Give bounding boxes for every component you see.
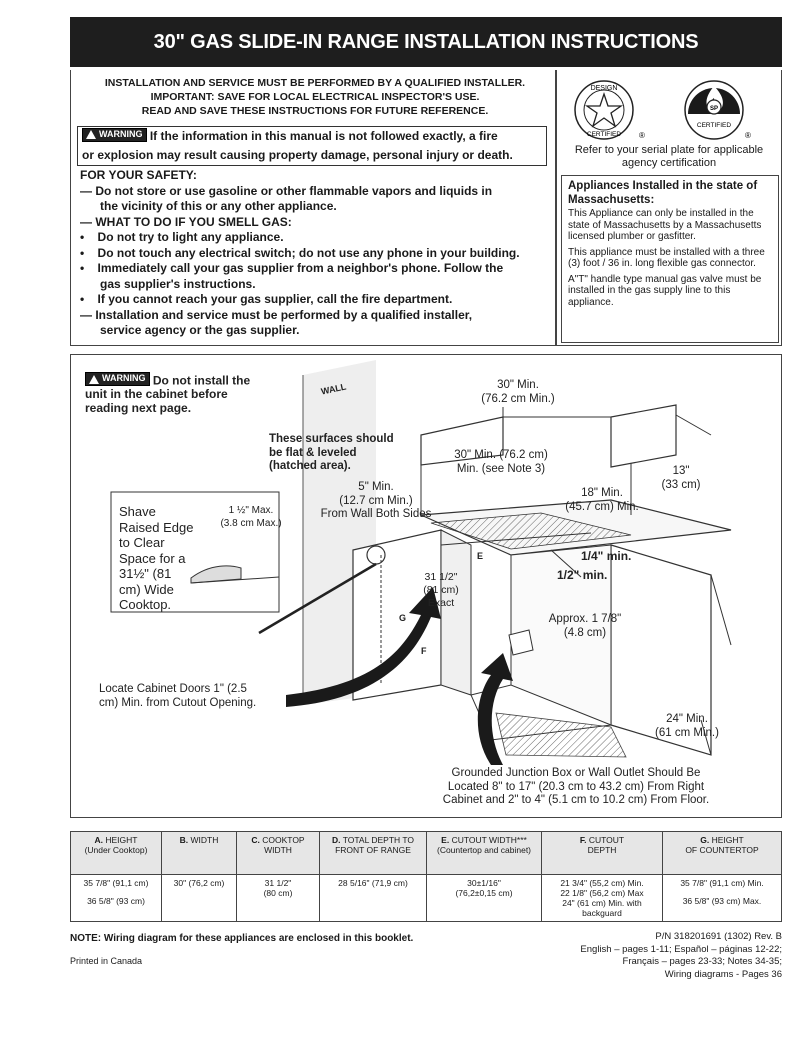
dim-30-min: 30" Min. (76.2 cm Min.) (481, 379, 555, 405)
label-e: E (477, 551, 484, 561)
warning-triangle-icon (89, 374, 99, 384)
safety-line: — WHAT TO DO IF YOU SMELL GAS: (80, 214, 292, 229)
language-pages: Wiring diagrams - Pages 36 (664, 968, 782, 980)
svg-text:SP: SP (710, 106, 718, 112)
bullet: • (80, 245, 98, 260)
flat-surface-note: These surfaces should be flat & leveled … (269, 433, 394, 472)
label-f: F (421, 646, 427, 656)
safety-line: — Installation and service must be perfo… (80, 307, 473, 322)
certification-logo-graphics: DESIGN CERTIFIED ® SP CERTIFIED ® (574, 80, 751, 140)
safety-line: Do not touch any electrical switch; do n… (97, 245, 520, 260)
table-header: A. HEIGHT(Under Cooktop) (70, 831, 162, 875)
table-cell: 30±1/16"(76,2±0,15 cm) (426, 874, 542, 922)
design-seal-top-text: DESIGN (591, 85, 618, 92)
junction-box-note: Grounded Junction Box or Wall Outlet Sho… (442, 767, 710, 806)
part-number-block: P/N 318201691 (1302) Rev. B English – pa… (520, 931, 782, 981)
safety-line: Immediately call your gas supplier from … (97, 261, 504, 275)
certification-column-frame (556, 70, 782, 346)
table-row: 35 7/8" (91,1 cm)36 5/8" (93 cm) 30" (76… (70, 874, 782, 922)
dim-quarter-min: 1/4" min. (581, 549, 632, 563)
dim-cutout-width: 31 1/2" (81 cm) Exact (423, 571, 459, 609)
table-header: E. CUTOUT WIDTH***(Countertop and cabine… (426, 831, 542, 875)
warning-badge: WARNING (82, 127, 147, 142)
csa-certified-seal-icon: SP CERTIFIED ® (684, 80, 751, 140)
registered-mark: ® (639, 131, 645, 140)
safety-heading: FOR YOUR SAFETY: (80, 168, 197, 182)
warning-badge: WARNING (85, 372, 150, 386)
dim-half-min: 1/2" min. (557, 568, 608, 582)
dim-max-edge: 1 ½" Max. (3.8 cm Max.) (220, 505, 282, 529)
cabinet-doors-note: Locate Cabinet Doors 1" (2.5 cm) Min. fr… (99, 683, 257, 709)
design-certified-seal-icon: DESIGN CERTIFIED ® (574, 80, 645, 140)
installation-diagram: WARNING Do not install the unit in the c… (70, 354, 782, 818)
bullet: • (80, 261, 98, 275)
table-cell: 35 7/8" (91,1 cm)36 5/8" (93 cm) (70, 874, 162, 922)
bullet: • (80, 230, 98, 244)
label-g: G (399, 613, 407, 623)
csa-seal-text: CERTIFIED (697, 122, 731, 129)
dim-13: 13" (33 cm) (661, 465, 701, 491)
serial-plate-note: Refer to your serial plate for applicabl… (574, 144, 764, 169)
intro-line: IMPORTANT: SAVE FOR LOCAL ELECTRICAL INS… (150, 91, 480, 103)
table-header: B. WIDTH (161, 831, 237, 875)
page-title: 30" GAS SLIDE-IN RANGE INSTALLATION INST… (70, 17, 782, 67)
dim-approx: Approx. 1 7/8" (4.8 cm) (548, 613, 622, 639)
safety-line: service agency or the gas supplier. (100, 323, 300, 337)
language-pages: Français – pages 23-33; Notes 34-35; (622, 956, 782, 967)
part-number: P/N 318201691 (1302) Rev. B (655, 931, 782, 942)
registered-mark: ® (745, 131, 751, 140)
dim-24-min: 24" Min. (61 cm Min.) (655, 713, 719, 739)
massachusetts-heading: Appliances Installed in the state of Mas… (568, 180, 758, 206)
dimension-table: A. HEIGHT(Under Cooktop) B. WIDTH C. COO… (70, 831, 782, 922)
table-cell: 31 1/2"(80 cm) (236, 874, 320, 922)
massachusetts-paragraph: A"T" handle type manual gas valve must b… (568, 273, 762, 308)
diagram-warning: WARNING Do not install the unit in the c… (85, 372, 251, 415)
dim-5-min: 5" Min. (12.7 cm Min.) From Wall Both Si… (320, 481, 432, 520)
wiring-note: NOTE: Wiring diagram for these appliance… (70, 933, 414, 944)
massachusetts-paragraph: This Appliance can only be installed in … (568, 208, 762, 242)
table-cell: 35 7/8" (91,1 cm) Min.36 5/8" (93 cm) Ma… (662, 874, 782, 922)
safety-line: — Do not store or use gasoline or other … (80, 183, 493, 198)
warning-text: If the information in this manual is not… (149, 129, 498, 143)
massachusetts-box: Appliances Installed in the state of Mas… (561, 175, 779, 343)
table-cell: 30" (76,2 cm) (161, 874, 237, 922)
safety-line: If you cannot reach your gas supplier, c… (97, 292, 453, 306)
warning-triangle-icon (86, 130, 96, 139)
cabinet-illustration (110, 360, 732, 765)
design-seal-bottom-text: CERTIFIED (587, 131, 621, 138)
safety-line: Do not try to light any appliance. (97, 230, 284, 244)
safety-line: gas supplier's instructions. (100, 276, 256, 291)
printed-in: Printed in Canada (70, 956, 143, 966)
bullet: • (80, 292, 98, 306)
table-cell: 28 5/16" (71,9 cm) (319, 874, 427, 922)
intro-line: INSTALLATION AND SERVICE MUST BE PERFORM… (104, 77, 526, 89)
safety-instructions: FOR YOUR SAFETY: — Do not store or use g… (80, 168, 558, 339)
dim-18-min: 18" Min. (45.7 cm) Min. (565, 487, 639, 513)
safety-section-frame (70, 70, 556, 346)
language-pages: English – pages 1-11; Español – páginas … (580, 943, 782, 955)
table-header-row: A. HEIGHT(Under Cooktop) B. WIDTH C. COO… (70, 831, 782, 875)
massachusetts-paragraph: This appliance must be installed with a … (568, 246, 765, 270)
intro-line: READ AND SAVE THESE INSTRUCTIONS FOR FUT… (141, 105, 489, 117)
safety-line: the vicinity of this or any other applia… (100, 199, 337, 213)
shave-note: Shave Raised Edge to Clear Space for a 3… (119, 504, 194, 612)
warning-text: or explosion may result causing property… (82, 148, 513, 162)
dim-30-cabinet: 30" Min. (76.2 cm) Min. (see Note 3) (454, 449, 548, 475)
certification-logos: DESIGN CERTIFIED ® SP CERTIFIED ® (564, 78, 774, 142)
warning-box: WARNING If the information in this manua… (77, 126, 547, 166)
table-cell: 21 3/4" (55,2 cm) Min.22 1/8" (56,2 cm) … (541, 874, 663, 922)
intro-notice: INSTALLATION AND SERVICE MUST BE PERFORM… (70, 76, 560, 118)
